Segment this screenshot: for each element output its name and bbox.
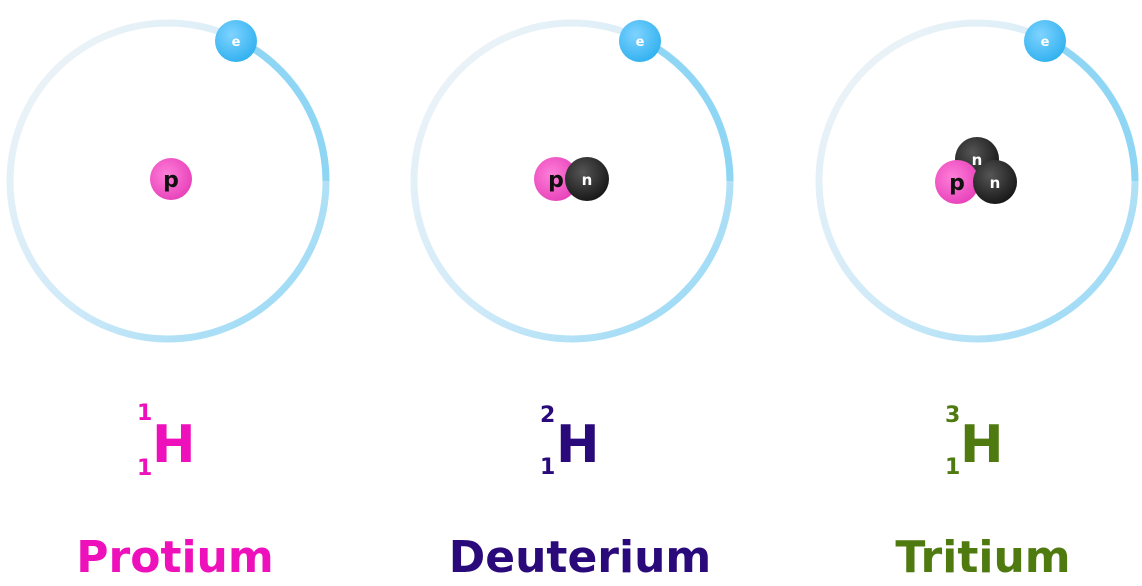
- electron-label: e: [1041, 35, 1050, 50]
- proton: p: [935, 160, 979, 204]
- neutron: n: [973, 160, 1017, 204]
- proton-label: p: [949, 171, 965, 196]
- isotope-name-deuterium: Deuterium: [448, 532, 712, 583]
- mass-number: 2: [540, 403, 556, 428]
- atomic-number: 1: [540, 455, 556, 480]
- atom-deuterium: p n e: [410, 19, 734, 343]
- electron-orbit-highlight: [234, 35, 330, 182]
- isotope-notation-tritium: 3 1 H: [938, 400, 1142, 490]
- isotope-name-tritium: Tritium: [895, 532, 1071, 583]
- electron: e: [215, 20, 257, 62]
- proton-label: p: [548, 168, 564, 193]
- proton: p: [534, 157, 578, 201]
- neutron: n: [565, 157, 609, 201]
- electron: e: [1024, 20, 1066, 62]
- neutron-label: n: [972, 151, 983, 169]
- isotope-name-protium: Protium: [76, 532, 274, 583]
- electron: e: [619, 20, 661, 62]
- mass-number: 3: [945, 403, 961, 428]
- atomic-number: 1: [945, 455, 961, 480]
- neutron-label: n: [990, 174, 1001, 192]
- electron-label: e: [636, 35, 645, 50]
- electron-orbit-highlight: [638, 35, 734, 182]
- atomic-number: 1: [137, 456, 153, 481]
- isotope-notation-protium: 1 1 H: [130, 400, 350, 490]
- element-symbol: H: [152, 415, 196, 475]
- atom-tritium: n p n e: [815, 19, 1139, 343]
- atom-protium: p e: [6, 19, 330, 343]
- mass-number: 1: [137, 401, 153, 426]
- electron-label: e: [232, 35, 241, 50]
- element-symbol: H: [960, 415, 1004, 475]
- isotope-notation-deuterium: 2 1 H: [533, 400, 753, 490]
- neutron-label: n: [582, 171, 593, 189]
- electron-orbit-highlight: [1043, 35, 1139, 182]
- proton: p: [150, 158, 192, 200]
- element-symbol: H: [556, 415, 600, 475]
- proton-label: p: [163, 168, 179, 193]
